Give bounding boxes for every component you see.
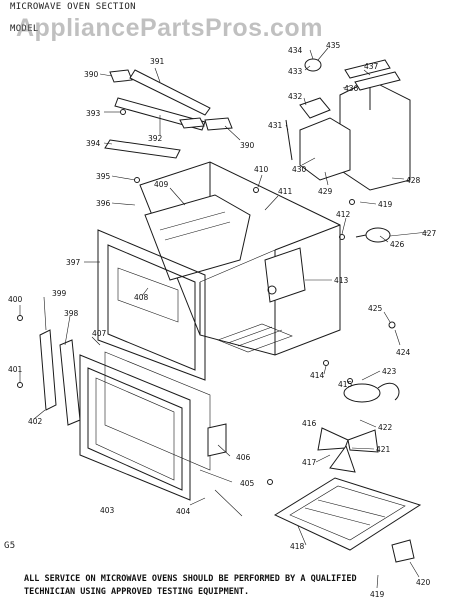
part-label-404: 404: [176, 507, 191, 516]
part-label-396: 396: [96, 199, 111, 208]
part-label-394: 394: [86, 139, 101, 148]
top-right-assembly: [285, 58, 411, 191]
part-label-427: 427: [422, 229, 437, 238]
hinge-parts: [39, 329, 81, 426]
lamp: [355, 227, 391, 243]
part-label-426: 426: [390, 240, 405, 249]
part-label-418: 418: [290, 542, 305, 551]
part-label-434: 434: [288, 46, 303, 55]
part-label-414: 414: [310, 371, 325, 380]
part-label-408: 408: [134, 293, 149, 302]
part-label-423: 423: [382, 367, 397, 376]
leader-lines: [19, 47, 429, 589]
door: [79, 351, 211, 501]
part-label-398: 398: [64, 309, 79, 318]
part-label-393: 393: [86, 109, 101, 118]
part-label-399: 399: [52, 289, 67, 298]
part-label-413: 413: [334, 276, 349, 285]
part-label-432: 432: [288, 92, 303, 101]
part-label-405: 405: [240, 479, 255, 488]
part-label-411: 411: [278, 187, 293, 196]
part-label-390-right: 390: [240, 141, 255, 150]
part-label-415: 415: [338, 380, 353, 389]
part-label-437: 437: [364, 62, 379, 71]
cover-plate: [391, 539, 415, 563]
part-label-430: 430: [292, 165, 307, 174]
part-label-401: 401: [8, 365, 23, 374]
part-label-409: 409: [154, 180, 169, 189]
part-label-410: 410: [254, 165, 269, 174]
fan-motor: [343, 382, 400, 403]
bracket: [207, 423, 227, 457]
part-label-403: 403: [100, 506, 115, 515]
part-label-412: 412: [336, 210, 351, 219]
part-label-390-left: 390: [84, 70, 99, 79]
screws: [17, 109, 396, 485]
part-label-428: 428: [406, 176, 421, 185]
part-label-436: 436: [344, 84, 359, 93]
part-label-416: 416: [302, 419, 317, 428]
part-label-417: 417: [302, 458, 317, 467]
part-label-422: 422: [378, 423, 393, 432]
part-label-419-top: 419: [378, 200, 393, 209]
part-label-397: 397: [66, 258, 81, 267]
part-label-400: 400: [8, 295, 23, 304]
part-label-429: 429: [318, 187, 333, 196]
fan-blade: [317, 427, 379, 473]
part-label-395: 395: [96, 172, 111, 181]
part-label-419-bottom: 419: [370, 590, 385, 599]
part-label-433: 433: [288, 67, 303, 76]
part-label-421: 421: [376, 445, 391, 454]
page-code: G5: [4, 541, 16, 551]
part-label-392: 392: [148, 134, 163, 143]
footer-line-1: ALL SERVICE ON MICROWAVE OVENS SHOULD BE…: [24, 574, 357, 584]
part-label-435: 435: [326, 41, 341, 50]
part-label-420: 420: [416, 578, 431, 587]
top-trim-parts: [104, 69, 233, 159]
part-label-402: 402: [28, 417, 43, 426]
part-label-424: 424: [396, 348, 411, 357]
part-label-406: 406: [236, 453, 251, 462]
base-tray: [273, 477, 422, 551]
part-label-407: 407: [92, 329, 107, 338]
footer-line-2: TECHNICIAN USING APPROVED TESTING EQUIPM…: [24, 587, 250, 597]
part-label-431: 431: [268, 121, 283, 130]
part-number-labels: 390 391 393 392 390 394 395 396 397 399 …: [8, 41, 437, 599]
section-title: MICROWAVE OVEN SECTION: [10, 2, 136, 12]
watermark: AppliancePartsPros.com: [16, 14, 323, 42]
model-label: MODEL: [10, 24, 39, 34]
part-label-425: 425: [368, 304, 383, 313]
door-frame: [97, 229, 206, 381]
cabinet: [139, 161, 341, 356]
part-label-391: 391: [150, 57, 165, 66]
